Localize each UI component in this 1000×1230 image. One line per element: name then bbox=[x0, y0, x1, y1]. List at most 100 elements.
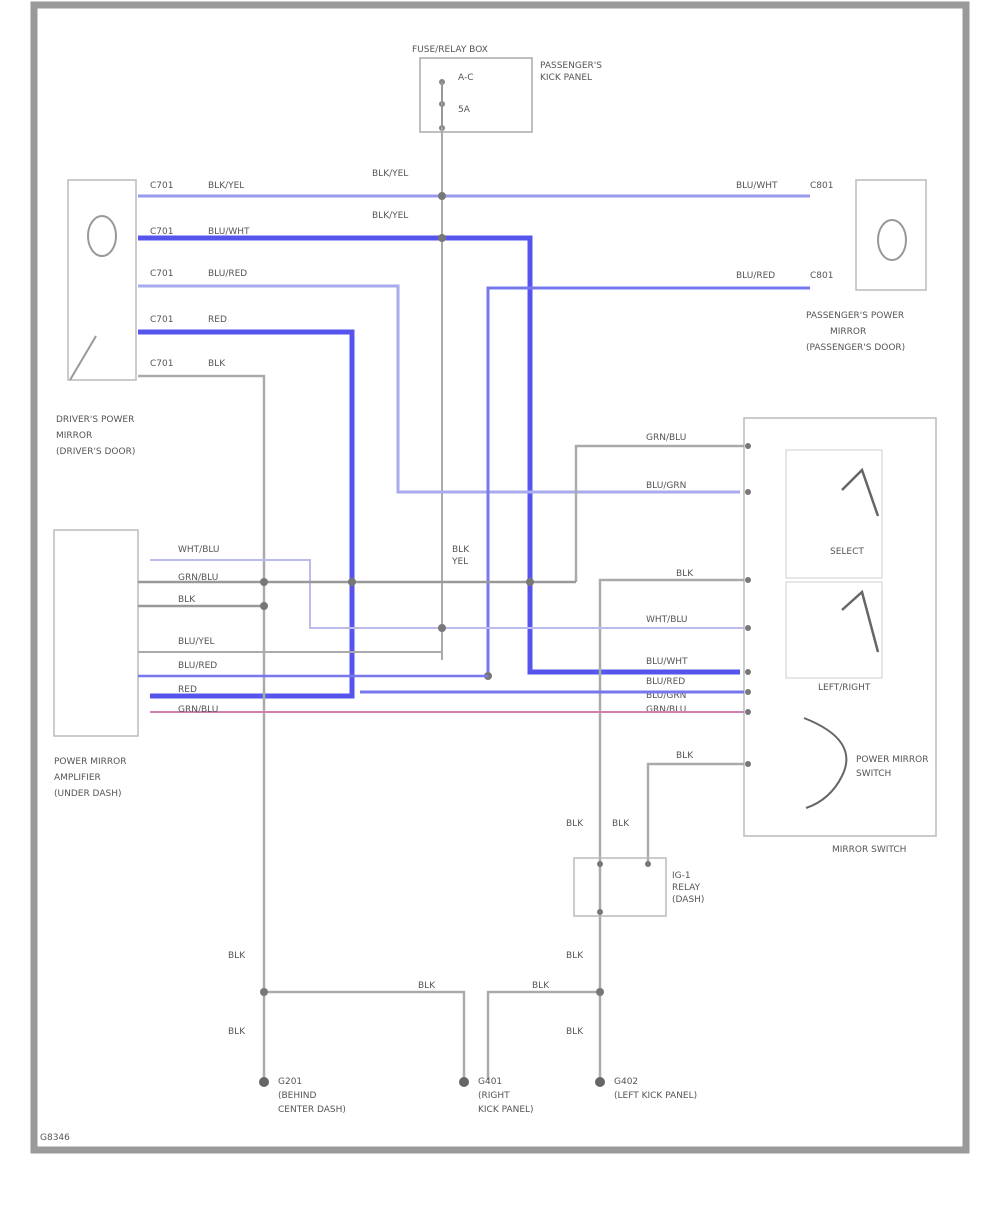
switch-wire-4: WHT/BLU bbox=[646, 615, 688, 625]
wire-blk-switch bbox=[598, 578, 744, 1080]
lower-switch-contact-icon bbox=[841, 589, 880, 653]
ground-center: G401 (RIGHT KICK PANEL) bbox=[459, 1077, 534, 1115]
amp-wire-2: GRN/BLU bbox=[178, 573, 218, 583]
relay-wire-1: BLK bbox=[566, 819, 584, 829]
feed-label-2: BLK/YEL bbox=[372, 211, 408, 221]
left-right-label: LEFT/RIGHT bbox=[818, 683, 871, 693]
switch-wire-8: GRN/BLU bbox=[646, 705, 686, 715]
amplifier-label-3: (UNDER DASH) bbox=[54, 789, 121, 799]
top-fuse-title: FUSE/RELAY BOX bbox=[412, 45, 488, 55]
top-fuse-rating: 5A bbox=[458, 105, 471, 115]
switch-wire-3: BLK bbox=[676, 569, 694, 579]
rotary-knob-icon bbox=[803, 717, 848, 809]
wire-blu-red-left bbox=[138, 284, 740, 494]
relay-label-1: IG-1 bbox=[672, 871, 691, 881]
ground-left-label-1: G201 bbox=[278, 1077, 302, 1087]
right-mirror-label-3: (PASSENGER'S DOOR) bbox=[806, 343, 905, 353]
wire-wht-blu-switch bbox=[150, 559, 744, 629]
wire-blu-wht-left bbox=[138, 235, 740, 675]
left-conn-5: C701 bbox=[150, 359, 173, 369]
amp-wire-6: RED bbox=[178, 685, 197, 695]
diagram-frame bbox=[30, 1, 970, 1154]
ground-wire-left-lower: BLK bbox=[228, 1027, 246, 1037]
left-conn-1: C701 bbox=[150, 181, 173, 191]
amp-wire-5: BLU/RED bbox=[178, 661, 217, 671]
switch-wire-6: BLU/RED bbox=[646, 677, 685, 687]
upper-switch-contact-icon bbox=[841, 467, 880, 517]
wire-blu-red-right bbox=[486, 286, 810, 676]
wire-blk-left bbox=[138, 374, 266, 1080]
right-wire-2: BLU/RED bbox=[736, 271, 775, 281]
mid-wire-label-2: YEL bbox=[451, 557, 468, 567]
amplifier-label-2: AMPLIFIER bbox=[54, 773, 101, 783]
right-conn-2: C801 bbox=[810, 271, 833, 281]
right-mirror-motor-icon bbox=[877, 219, 907, 261]
ground-center-label-1: G401 bbox=[478, 1077, 502, 1087]
right-mirror: PASSENGER'S POWER MIRROR (PASSENGER'S DO… bbox=[806, 179, 927, 353]
left-conn-2: C701 bbox=[150, 227, 173, 237]
ground-center-label-3: KICK PANEL) bbox=[478, 1105, 534, 1115]
left-wire-2: BLU/WHT bbox=[208, 227, 250, 237]
ground-right-label-1: G402 bbox=[614, 1077, 638, 1087]
power-mirror-amplifier: POWER MIRROR AMPLIFIER (UNDER DASH) bbox=[53, 529, 139, 799]
relay-wire-2: BLK bbox=[612, 819, 630, 829]
amp-wire-3: BLK bbox=[178, 595, 196, 605]
left-conn-3: C701 bbox=[150, 269, 173, 279]
left-mirror-motor-icon bbox=[87, 215, 117, 257]
right-mirror-label-2: MIRROR bbox=[830, 327, 866, 337]
top-fuse-location-2: KICK PANEL bbox=[540, 73, 592, 83]
left-wire-4: RED bbox=[208, 315, 227, 325]
ground-right-label-2: (LEFT KICK PANEL) bbox=[614, 1091, 697, 1101]
amplifier-label-1: POWER MIRROR bbox=[54, 757, 126, 767]
left-mirror-label-3: (DRIVER'S DOOR) bbox=[56, 447, 135, 457]
ground-left-label-2: (BEHIND bbox=[278, 1091, 317, 1101]
left-mirror: DRIVER'S POWER MIRROR (DRIVER'S DOOR) bbox=[56, 179, 137, 457]
wire-grn-blu-switch bbox=[574, 444, 744, 582]
mirror-switch-unit: MIRROR SWITCH SELECT LEFT/RIGHT POWER MI… bbox=[743, 417, 937, 855]
right-conn-1: C801 bbox=[810, 181, 833, 191]
relay-label-2: RELAY bbox=[672, 883, 701, 893]
ground-wire-right-upper: BLK bbox=[566, 951, 584, 961]
switch-wire-1: GRN/BLU bbox=[646, 433, 686, 443]
left-wire-5: BLK bbox=[208, 359, 226, 369]
amp-wire-1: WHT/BLU bbox=[178, 545, 220, 555]
feed-label-1: BLK/YEL bbox=[372, 169, 408, 179]
left-wire-3: BLU/RED bbox=[208, 269, 247, 279]
amp-wire-7: GRN/BLU bbox=[178, 705, 218, 715]
left-wire-1: BLK/YEL bbox=[208, 181, 244, 191]
left-mirror-label-1: DRIVER'S POWER bbox=[56, 415, 134, 425]
relay-label-3: (DASH) bbox=[672, 895, 704, 905]
right-mirror-label-1: PASSENGER'S POWER bbox=[806, 311, 904, 321]
top-fuse-block: FUSE/RELAY BOX A-C 5A PASSENGER'S KICK P… bbox=[412, 45, 602, 133]
ground-bus bbox=[264, 990, 600, 1080]
switch-wire-5: BLU/WHT bbox=[646, 657, 688, 667]
switch-wire-2: BLU/GRN bbox=[646, 481, 686, 491]
mid-wire-label-1: BLK bbox=[452, 545, 470, 555]
figure-id: G8346 bbox=[40, 1133, 70, 1143]
ground-right-icon bbox=[595, 1077, 605, 1087]
ground-wire-left-upper: BLK bbox=[228, 951, 246, 961]
ground-left-label-3: CENTER DASH) bbox=[278, 1105, 346, 1115]
left-mirror-label-2: MIRROR bbox=[56, 431, 92, 441]
left-conn-4: C701 bbox=[150, 315, 173, 325]
select-switch-label: SELECT bbox=[830, 547, 864, 557]
mirror-switch-select-label: POWER MIRROR bbox=[856, 755, 928, 765]
mirror-switch-select-label-2: SWITCH bbox=[856, 769, 891, 779]
wire-red-left bbox=[138, 329, 355, 699]
ground-wire-right-lower: BLK bbox=[566, 1027, 584, 1037]
ground-center-label-2: (RIGHT bbox=[478, 1091, 510, 1101]
top-fuse-circuit: A-C bbox=[458, 73, 474, 83]
ground-right: G402 (LEFT KICK PANEL) bbox=[595, 1077, 697, 1101]
wire-blk-switch-lower bbox=[646, 762, 744, 864]
switch-wire-9: BLK bbox=[676, 751, 694, 761]
switch-wire-7: BLU/GRN bbox=[646, 691, 686, 701]
ground-wire-mid-1: BLK bbox=[418, 981, 436, 991]
mirror-switch-title: MIRROR SWITCH bbox=[832, 845, 906, 855]
top-fuse-location: PASSENGER'S bbox=[540, 61, 602, 71]
ground-left: G201 (BEHIND CENTER DASH) bbox=[259, 1077, 346, 1115]
right-wire-1: BLU/WHT bbox=[736, 181, 778, 191]
ground-left-icon bbox=[259, 1077, 269, 1087]
ig-relay: IG-1 RELAY (DASH) bbox=[573, 857, 704, 917]
ground-center-icon bbox=[459, 1077, 469, 1087]
